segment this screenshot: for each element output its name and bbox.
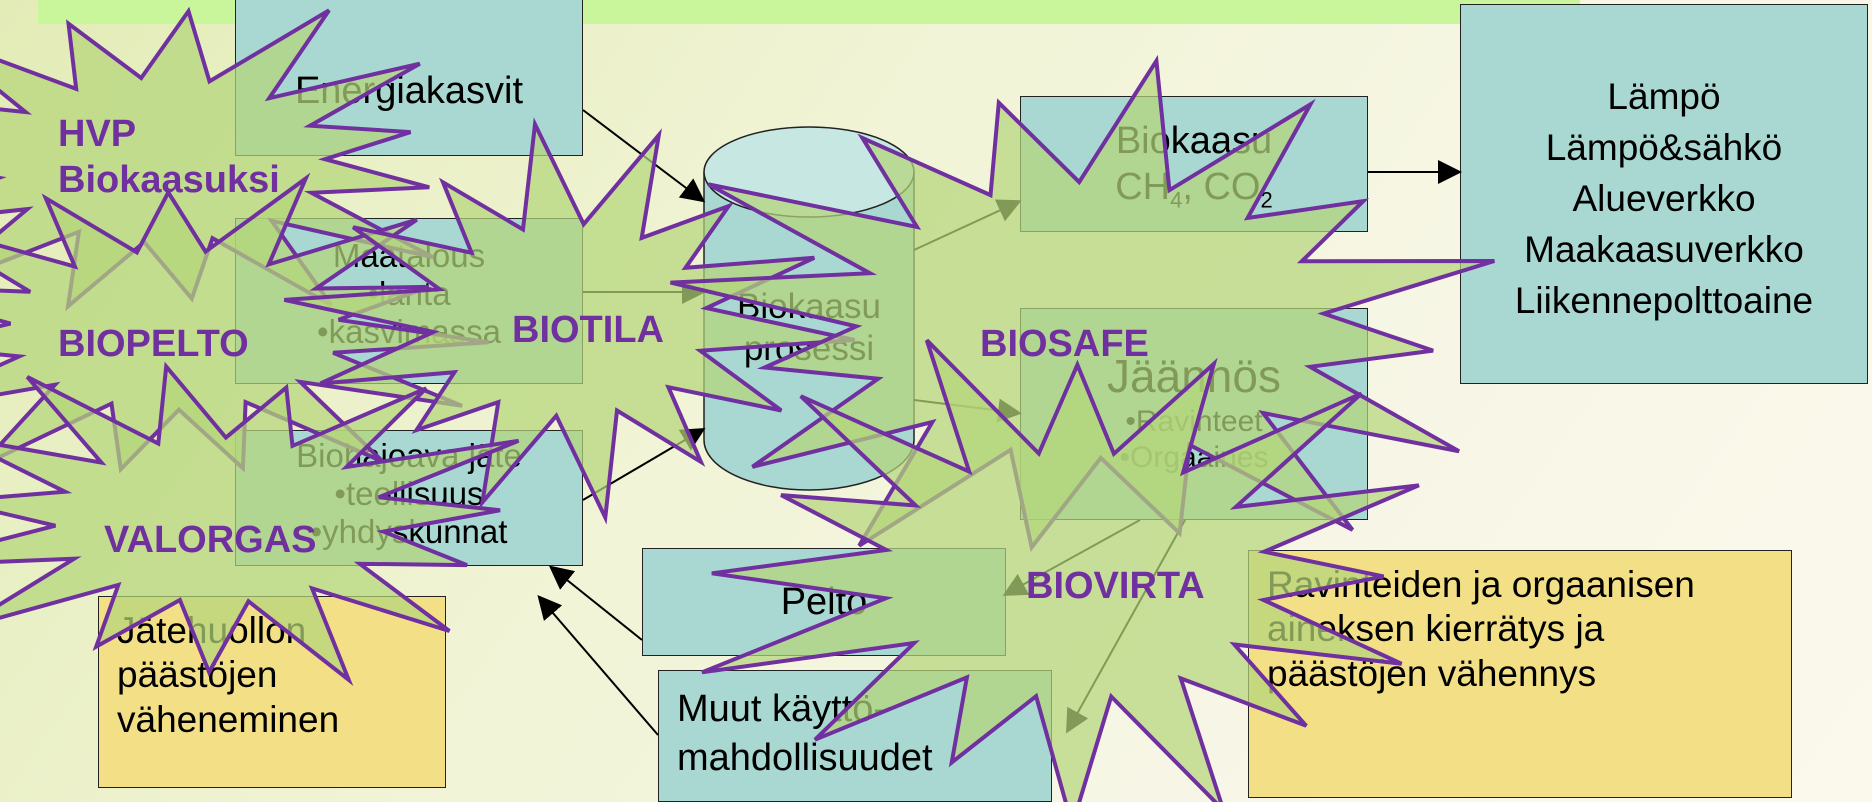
jatehuolto-box: Jätehuollon päästöjen väheneminen <box>98 596 446 788</box>
ravinteet-line-1: Ravinteiden ja orgaanisen <box>1267 564 1695 605</box>
cylinder-top <box>703 126 915 218</box>
maatalous-title: Maatalous <box>332 237 486 274</box>
formula-sub-2: 2 <box>1260 187 1273 213</box>
uses-line-1: Lämpö <box>1607 76 1721 117</box>
jaannos-item-2: •Orgaaines <box>1119 441 1269 475</box>
formula-co: , CO <box>1182 165 1261 208</box>
burst-hvp-line-1: HVP <box>58 113 137 155</box>
jaannos-item-1: •Ravinteet <box>1125 405 1263 439</box>
pelto-label: Pelto <box>780 581 868 623</box>
arrow-pelto-to-biohajoava <box>548 565 643 641</box>
arrow-biohajoava-to-process <box>582 427 706 501</box>
arrow-energy-to-process <box>582 109 706 203</box>
burst-label-biovirta: BIOVIRTA <box>1026 565 1205 607</box>
formula-ch: CH <box>1115 165 1171 208</box>
process-label: Biokaasu prosessi <box>704 286 914 370</box>
jatehuolto-line-1: Jätehuollon <box>117 610 307 651</box>
uses-line-2: Lämpö&sähkö <box>1545 127 1783 169</box>
burst-label-biopelto: BIOPELTO <box>58 323 249 365</box>
arrow-process-to-jaannos <box>913 398 1022 423</box>
muut-line-2: mahdollisuudet <box>677 737 933 780</box>
burst-label-valorgas: VALORGAS <box>104 519 317 561</box>
uses-line-4: Maakaasuverkko <box>1524 229 1804 271</box>
biohajoava-item-1: •teollisuus <box>334 474 484 512</box>
energiakasvit-box: Energiakasvit <box>235 0 583 156</box>
formula-sub-4: 4 <box>1170 187 1183 213</box>
ravinteet-line-2: aineksen kierrätys ja <box>1267 608 1605 650</box>
pelto-box: Pelto <box>642 548 1006 656</box>
arrow-muut-to-biohajoava <box>537 594 659 736</box>
burst-label-hvp: HVP Biokaasuksi <box>58 112 280 203</box>
muut-box: Muut käyttö- mahdollisuudet <box>658 670 1052 802</box>
jatehuolto-line-3: väheneminen <box>117 698 340 740</box>
process-line-1: Biokaasu <box>737 287 881 326</box>
arrow-process-to-biokaasu <box>913 199 1022 251</box>
muut-line-1: Muut käyttö- <box>677 688 887 730</box>
biokaasu-formula: CH4, CO2 <box>1021 165 1367 214</box>
biokaasu-box: Biokaasu CH4, CO2 <box>1020 96 1368 232</box>
jatehuolto-line-2: päästöjen <box>117 654 278 696</box>
biokaasu-line-1: Biokaasu <box>1115 120 1273 162</box>
process-line-2: prosessi <box>743 329 875 368</box>
burst-label-biosafe: BIOSAFE <box>980 323 1149 365</box>
ravinteet-line-3: päästöjen vähennys <box>1267 652 1597 694</box>
arrow-jaannos-to-muut <box>1066 519 1186 734</box>
burst-label-biotila: BIOTILA <box>512 309 664 351</box>
biohajoava-title: Biohajoava jäte <box>296 437 522 474</box>
uses-box: Lämpö Lämpö&sähkö Alueverkko Maakaasuver… <box>1460 4 1868 384</box>
uses-line-5: Liikennepolttoaine <box>1514 280 1814 322</box>
burst-hvp-line-2: Biokaasuksi <box>58 158 280 201</box>
ravinteet-box: Ravinteiden ja orgaanisen aineksen kierr… <box>1248 550 1792 798</box>
maatalous-box: Maatalous •lanta •kasvimassa <box>235 218 583 384</box>
uses-line-3: Alueverkko <box>1572 178 1756 220</box>
energiakasvit-label: Energiakasvit <box>294 70 524 112</box>
